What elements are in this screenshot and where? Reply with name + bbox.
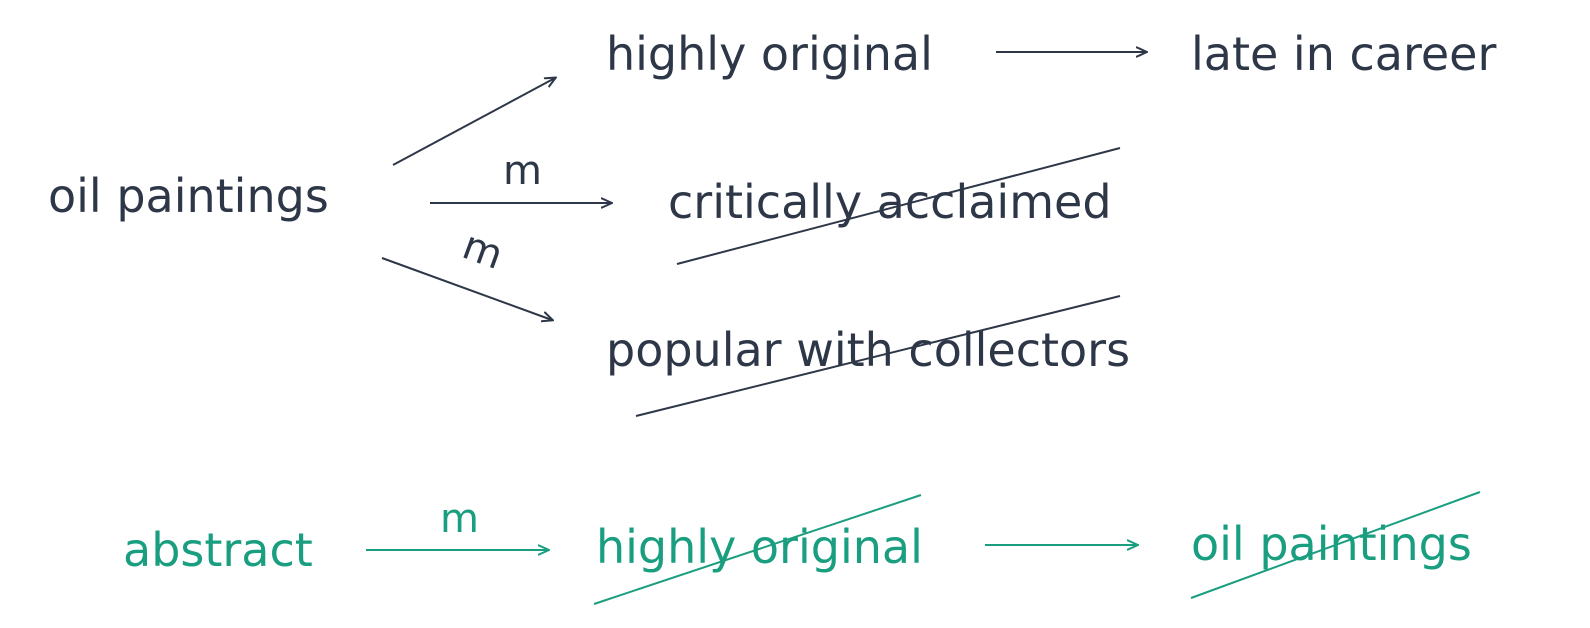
node-late-in-career: late in career bbox=[1191, 27, 1496, 81]
strike-critically-acclaimed bbox=[676, 147, 1121, 265]
arrow-oil-to-popular-with-collectors bbox=[381, 257, 552, 320]
edge-label-m-popular-with-collectors: m bbox=[457, 222, 509, 279]
arrow-oil-to-highly-original bbox=[392, 78, 555, 166]
strike-oil-paintings-bottom bbox=[1190, 491, 1481, 599]
node-highly-original-bottom: highly original bbox=[596, 520, 923, 574]
node-abstract: abstract bbox=[123, 523, 313, 577]
node-highly-original: highly original bbox=[606, 27, 933, 81]
edge-label-m-abstract: m bbox=[440, 496, 479, 542]
node-critically-acclaimed: critically acclaimed bbox=[668, 175, 1112, 229]
node-popular-with-collectors: popular with collectors bbox=[606, 323, 1130, 377]
strike-highly-original-bottom bbox=[593, 494, 922, 605]
strike-popular-with-collectors bbox=[635, 295, 1121, 417]
edge-label-m-critically-acclaimed: m bbox=[503, 148, 542, 194]
node-oil-paintings-bottom: oil paintings bbox=[1191, 517, 1472, 571]
node-oil-paintings: oil paintings bbox=[48, 169, 329, 223]
